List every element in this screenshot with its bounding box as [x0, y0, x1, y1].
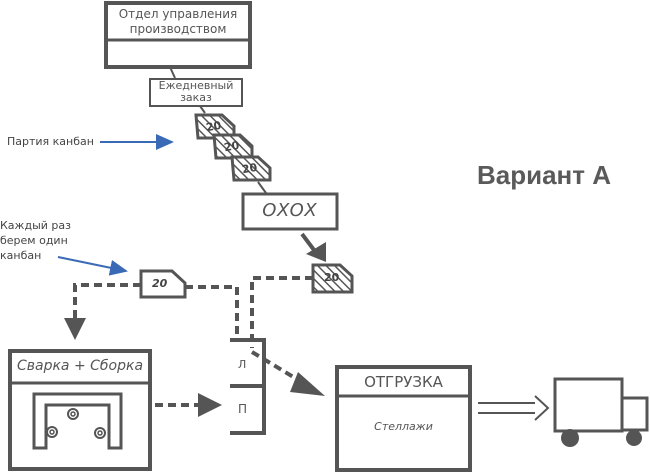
- kanban-flow-dashed: [73, 283, 141, 320]
- flow-arrow-to-shipping: [250, 350, 325, 396]
- truck-icon: [553, 377, 649, 447]
- flow-arrowhead: [64, 318, 86, 340]
- oxox-box: [241, 192, 339, 231]
- flow-arrow: [300, 232, 326, 262]
- kanban-card: [212, 133, 254, 160]
- part-icon: [46, 426, 58, 438]
- kanban-card: [194, 113, 236, 140]
- kanban-incoming-value: 20: [324, 271, 340, 284]
- production-control-label: Отдел управления производством: [118, 7, 238, 36]
- fixture-icon: [32, 392, 123, 450]
- daily-order-box: [149, 78, 243, 107]
- storage-left-label: Л: [238, 358, 247, 371]
- annotation-batch: Партия канбан: [7, 135, 94, 148]
- annotation-each-time: Каждый раз берем один канбан: [0, 219, 71, 262]
- kanban-card: [230, 155, 272, 182]
- production-control-box: [104, 1, 252, 69]
- kanban-incoming-card: [311, 263, 354, 294]
- part-icon: [94, 427, 106, 439]
- shipping-box: [335, 365, 472, 472]
- kanban-batch: [194, 113, 272, 182]
- connector-line: [257, 181, 267, 194]
- daily-order-label: Ежедневный заказ: [158, 79, 234, 104]
- double-arrow: [478, 395, 550, 421]
- flow-arrowhead: [198, 393, 222, 417]
- welding-label: Сварка + Сборка: [16, 358, 144, 374]
- oxox-label: OXOX: [262, 200, 318, 221]
- connector-line: [199, 105, 206, 114]
- shipping-content: Стеллажи: [374, 420, 433, 433]
- kanban-card-value: 20: [204, 118, 223, 135]
- storage-right-label: П: [238, 402, 248, 416]
- kanban-single-card: [139, 269, 187, 299]
- shipping-label: ОТГРУЗКА: [364, 373, 443, 391]
- storage-rack: [230, 338, 266, 435]
- part-icon: [67, 408, 79, 420]
- kanban-card-value: 20: [222, 138, 241, 155]
- kanban-flow-dashed: [185, 285, 239, 338]
- kanban-flow-dashed: [250, 276, 313, 348]
- connector-line: [169, 66, 176, 79]
- annotation-arrow: [57, 256, 128, 276]
- variant-title: Вариант А: [477, 160, 611, 190]
- welding-assembly-box: [8, 349, 152, 471]
- kanban-card-value: 20: [240, 160, 259, 177]
- kanban-single-value: 20: [152, 277, 168, 290]
